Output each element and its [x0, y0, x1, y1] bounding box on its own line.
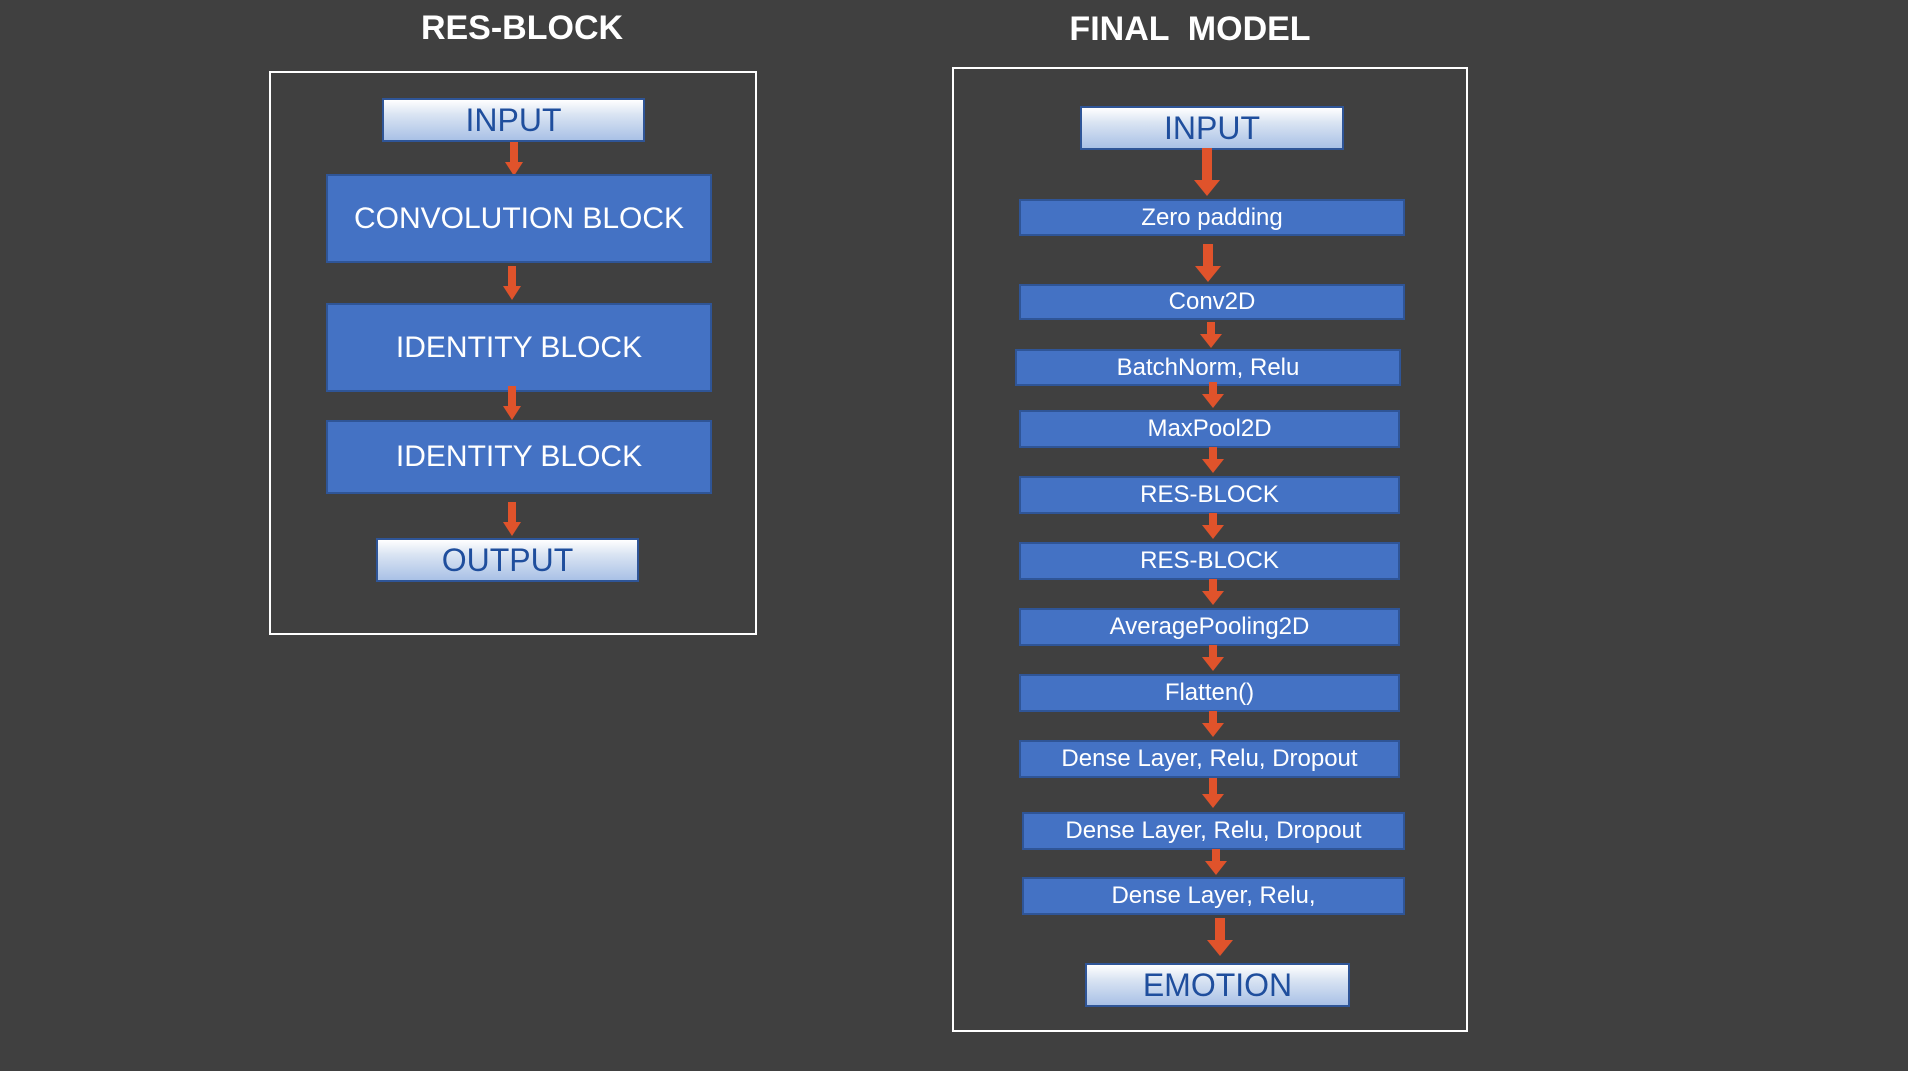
res-convolution-block: CONVOLUTION BLOCK	[326, 174, 712, 263]
model-arrow-10	[1205, 849, 1227, 875]
res-input-node: INPUT	[382, 98, 645, 142]
layer-zero-padding: Zero padding	[1019, 199, 1405, 236]
res-identity-block-1: IDENTITY BLOCK	[326, 303, 712, 392]
model-arrow-6	[1202, 579, 1224, 605]
res-block-title: RES-BLOCK	[420, 9, 624, 47]
model-arrow-5	[1202, 513, 1224, 539]
model-arrow-9	[1202, 778, 1224, 808]
model-input-node: INPUT	[1080, 106, 1344, 150]
final-model-panel	[952, 67, 1468, 1032]
model-arrow-8	[1202, 711, 1224, 737]
res-block-panel	[269, 71, 757, 635]
model-arrow-1	[1195, 244, 1221, 282]
layer-dense-relu: Dense Layer, Relu,	[1022, 877, 1405, 915]
model-output-emotion: EMOTION	[1085, 963, 1350, 1007]
res-identity-block-2: IDENTITY BLOCK	[326, 420, 712, 494]
final-model-title: FINAL MODEL	[1069, 10, 1311, 48]
layer-conv2d: Conv2D	[1019, 284, 1405, 320]
layer-dense-relu-dropout-2: Dense Layer, Relu, Dropout	[1022, 812, 1405, 850]
layer-res-block-2: RES-BLOCK	[1019, 542, 1400, 580]
layer-res-block-1: RES-BLOCK	[1019, 476, 1400, 514]
model-arrow-input	[1194, 148, 1220, 196]
res-arrow-3	[503, 386, 521, 420]
model-arrow-4	[1202, 447, 1224, 473]
layer-dense-relu-dropout-1: Dense Layer, Relu, Dropout	[1019, 740, 1400, 778]
layer-batchnorm-relu: BatchNorm, Relu	[1015, 349, 1401, 386]
res-output-node: OUTPUT	[376, 538, 639, 582]
layer-maxpool2d: MaxPool2D	[1019, 410, 1400, 448]
model-arrow-output	[1207, 918, 1233, 956]
model-arrow-7	[1202, 645, 1224, 671]
model-arrow-3	[1202, 382, 1224, 408]
model-arrow-2	[1200, 322, 1222, 348]
layer-flatten: Flatten()	[1019, 674, 1400, 712]
layer-averagepooling2d: AveragePooling2D	[1019, 608, 1400, 646]
res-arrow-4	[503, 502, 521, 536]
res-arrow-1	[505, 142, 523, 176]
res-arrow-2	[503, 266, 521, 300]
